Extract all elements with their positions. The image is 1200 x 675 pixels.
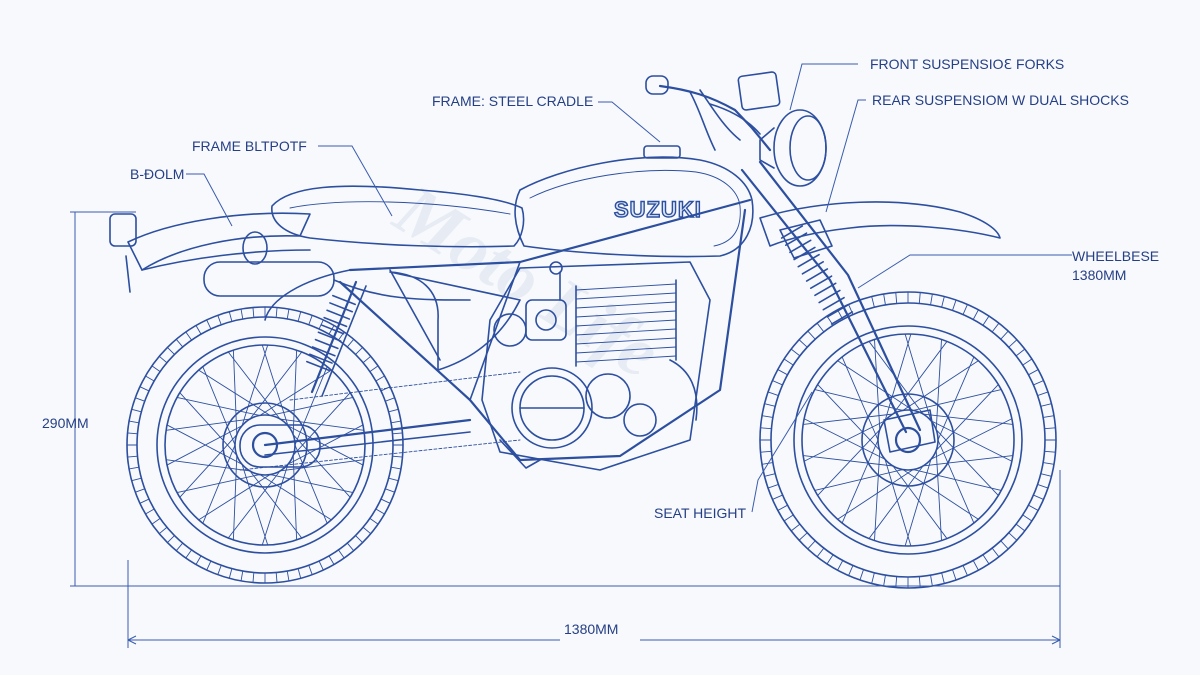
rear-wheel bbox=[126, 306, 404, 584]
dimension-lines bbox=[70, 211, 1061, 648]
front-brake-drum bbox=[861, 393, 955, 487]
front-fender bbox=[759, 201, 1001, 247]
dimension-height-label: 290MM bbox=[42, 415, 89, 431]
label-frame-bltpotf: FRAME BLTPOTF bbox=[192, 138, 307, 154]
frame bbox=[264, 198, 752, 462]
leader-lines bbox=[186, 63, 1072, 513]
brand-logo: SUZUKI bbox=[614, 197, 702, 222]
dimension-length-label: 1380MM bbox=[564, 621, 618, 637]
label-rear-suspension: REAR SUSPENSIOM W DUAL SHOCKS bbox=[872, 92, 1129, 108]
chain bbox=[239, 371, 521, 471]
rear-tire-tread bbox=[126, 306, 404, 584]
turn-signal bbox=[242, 231, 268, 265]
front-forks bbox=[740, 160, 936, 453]
front-tire-tread bbox=[759, 291, 1057, 589]
fuel-cap bbox=[643, 145, 681, 159]
front-wheel bbox=[759, 291, 1057, 589]
headlight bbox=[759, 109, 827, 187]
swingarm bbox=[239, 418, 472, 468]
label-wheelbase: WHEELBESE bbox=[1072, 248, 1159, 264]
carburetor bbox=[525, 299, 567, 341]
fuel-tank: SUZUKI bbox=[514, 145, 754, 258]
label-frame-steel-cradle: FRAME: STEEL CRADLE bbox=[432, 93, 593, 109]
front-hub bbox=[894, 426, 922, 454]
front-spokes bbox=[802, 333, 1014, 547]
footpeg bbox=[499, 439, 541, 469]
seat bbox=[271, 185, 525, 248]
rear-fender bbox=[109, 212, 311, 293]
rear-hub bbox=[251, 431, 279, 459]
exhaust bbox=[203, 261, 698, 421]
rear-shock bbox=[306, 280, 367, 397]
tail-light bbox=[109, 213, 137, 247]
rear-brake-drum bbox=[222, 402, 308, 488]
rear-spokes bbox=[165, 344, 365, 546]
label-front-suspension: FRONT SUSPENSIOℇ FORKS bbox=[870, 56, 1064, 72]
label-b-dolm: B-ĐOLM bbox=[130, 166, 184, 182]
label-seat-height: SEAT HEIGHT bbox=[654, 505, 747, 521]
clutch-cover bbox=[511, 367, 593, 449]
handlebar bbox=[645, 71, 781, 152]
label-wheelbase-value: 1380MM bbox=[1072, 267, 1126, 283]
engine bbox=[481, 261, 711, 471]
